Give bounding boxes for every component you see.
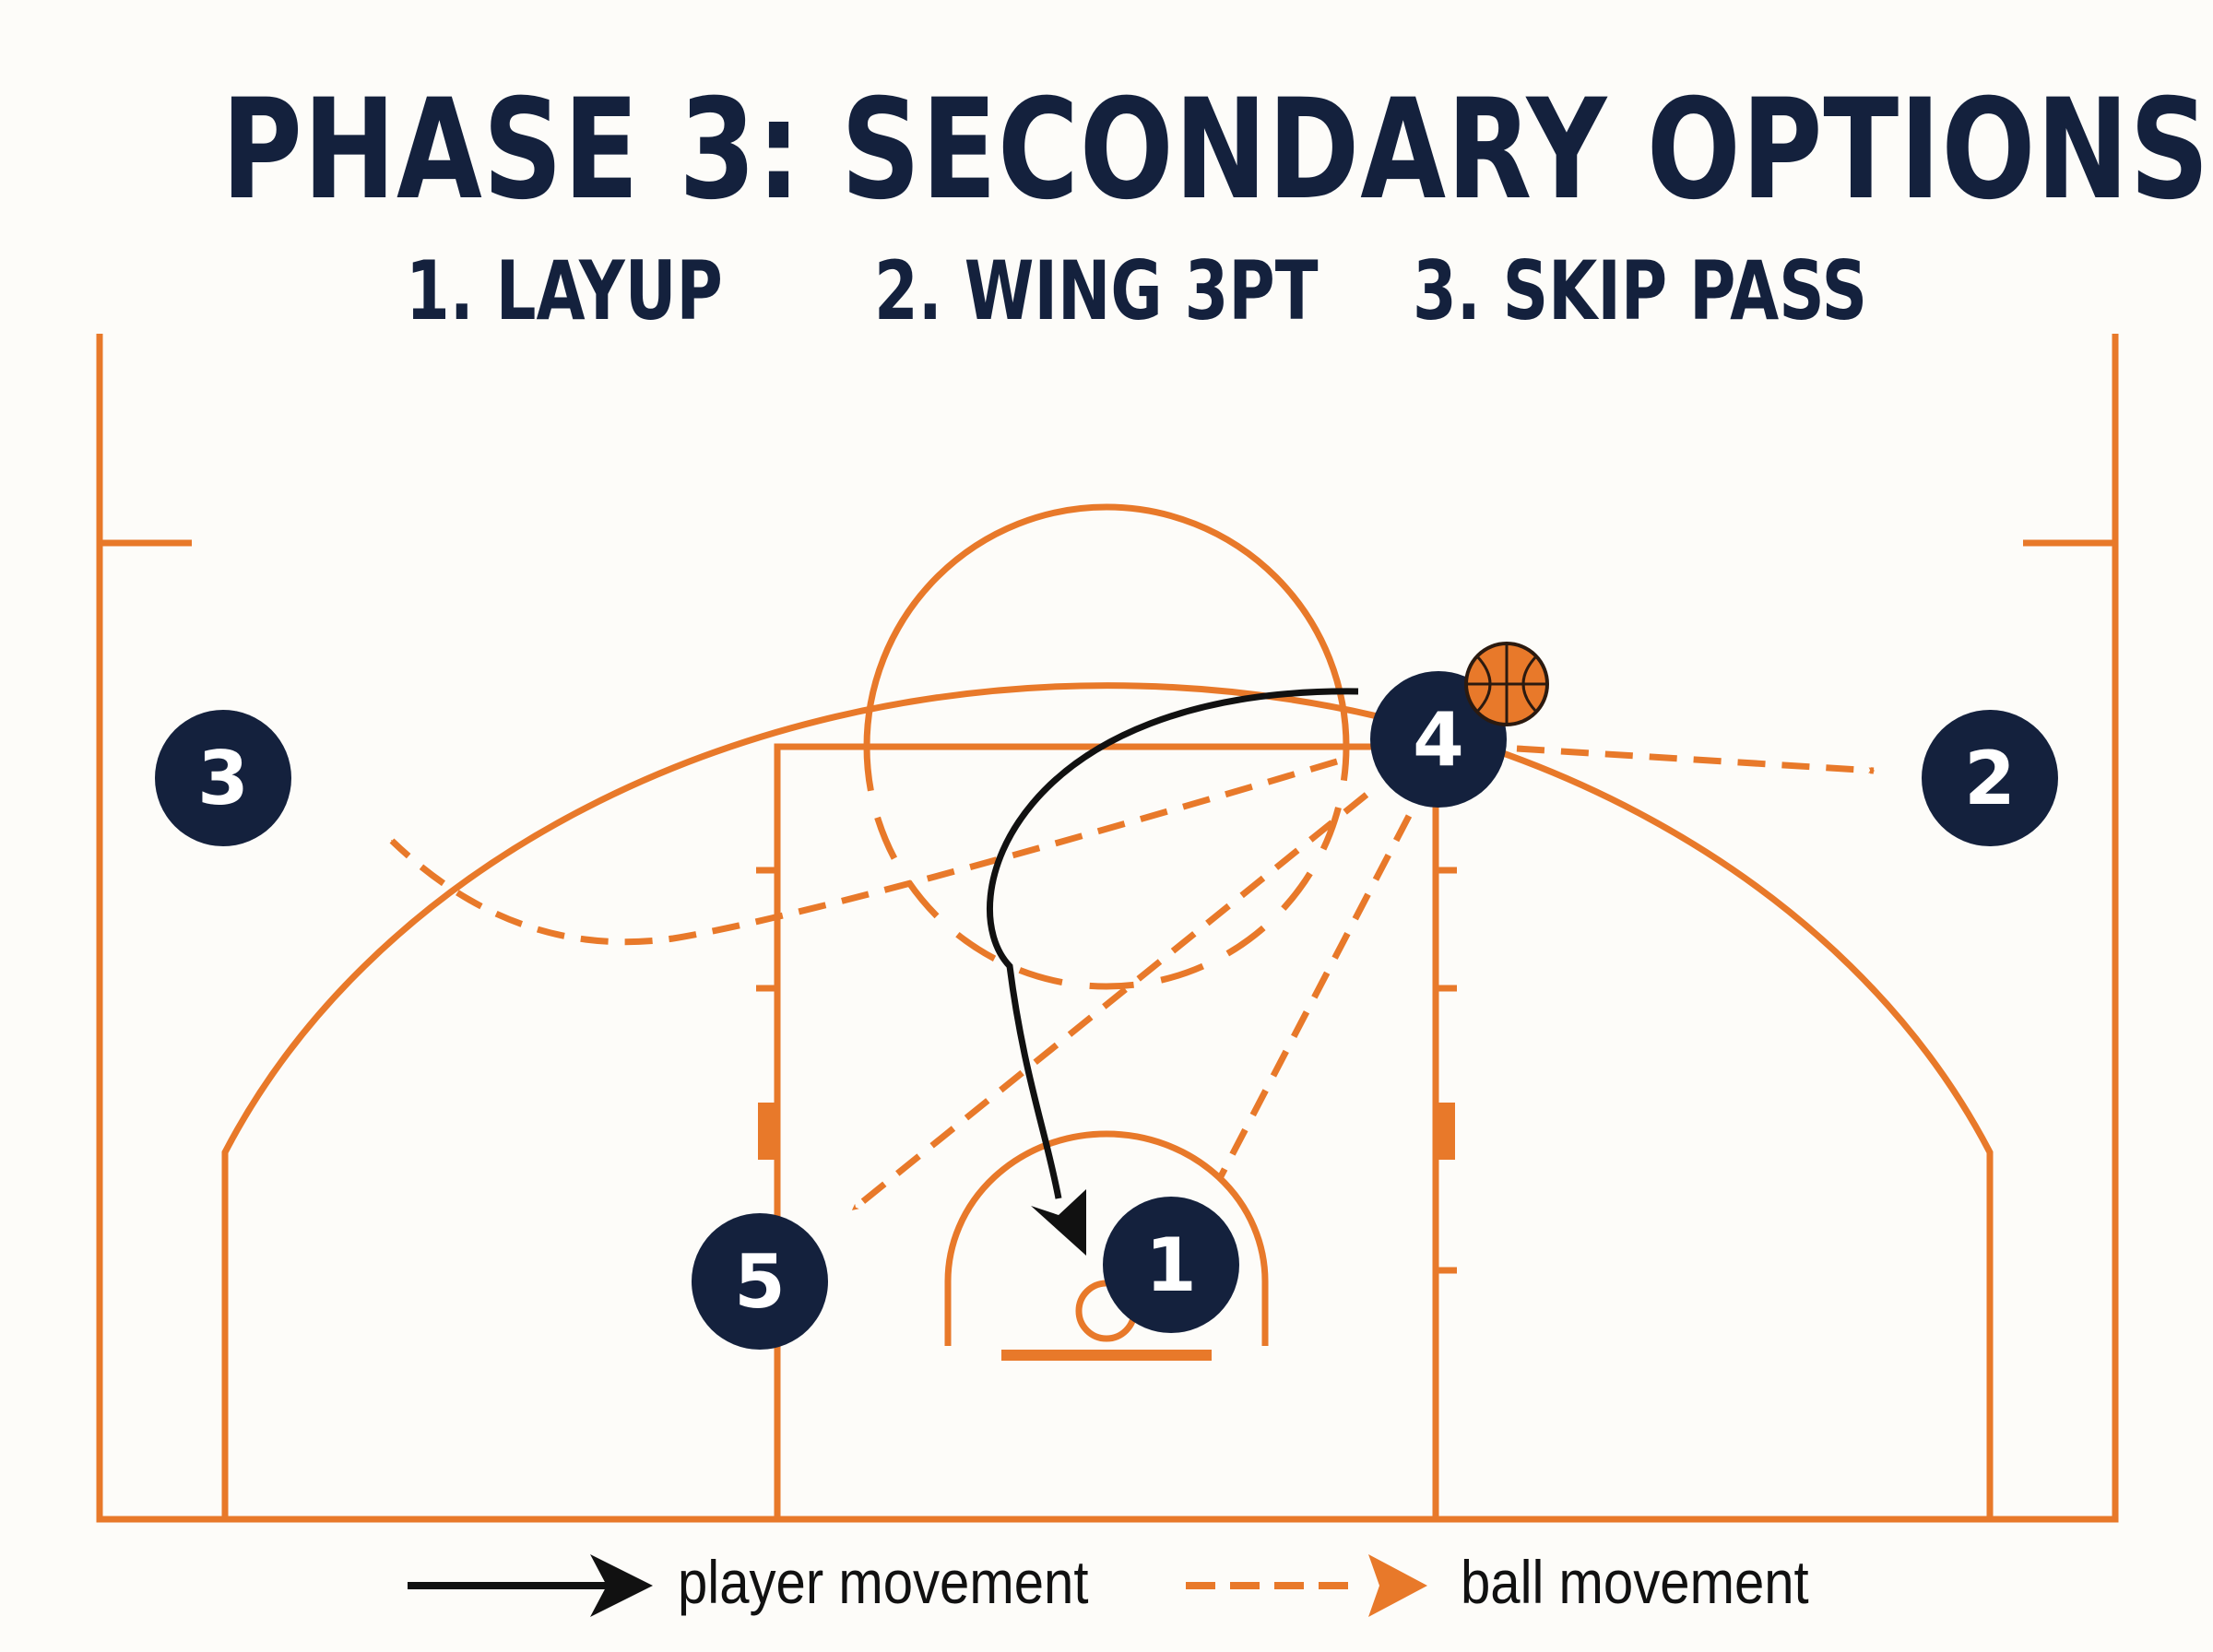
basketball-icon	[1464, 642, 1549, 726]
option-skip-pass: 3. SKIP PASS	[1413, 243, 1868, 338]
ball-movement-paths	[389, 745, 1876, 1212]
legend-ball-movement-label: ball movement	[1461, 1548, 1809, 1616]
player-5: 5	[692, 1213, 828, 1350]
legend-player-movement-arrow	[408, 1554, 653, 1617]
svg-text:3: 3	[197, 736, 249, 821]
diagram-title: PHASE 3: SECONDARY OPTIONS	[221, 70, 2210, 230]
option-wing-3pt: 2. WING 3PT	[874, 243, 1319, 338]
free-throw-circle-bottom-dashed	[863, 746, 1350, 990]
three-point-line	[221, 682, 1994, 1519]
legend-player-movement-label: player movement	[678, 1548, 1089, 1616]
player-movement-arrowhead	[1031, 1189, 1086, 1256]
player-3: 3	[155, 710, 291, 846]
restricted-area	[944, 1130, 1269, 1346]
skip-pass-to-3	[389, 758, 1339, 946]
pass-to-1	[1216, 814, 1413, 1180]
svg-text:2: 2	[1964, 736, 2016, 821]
svg-text:1: 1	[1145, 1222, 1197, 1308]
pass-to-5	[850, 792, 1369, 1212]
free-throw-circle-top	[863, 503, 1350, 748]
pass-to-2	[1516, 745, 1876, 774]
left-block	[758, 1103, 777, 1160]
svg-text:4: 4	[1413, 697, 1464, 783]
player-movement-path	[987, 688, 1359, 1256]
court-lines	[96, 334, 2119, 1523]
legend-ball-movement-arrow	[1186, 1554, 1427, 1617]
right-block	[1436, 1103, 1455, 1160]
option-layup: 1. LAYUP	[406, 243, 723, 338]
svg-text:5: 5	[734, 1239, 786, 1325]
player-1: 1	[1103, 1197, 1239, 1333]
player-2: 2	[1922, 710, 2058, 846]
